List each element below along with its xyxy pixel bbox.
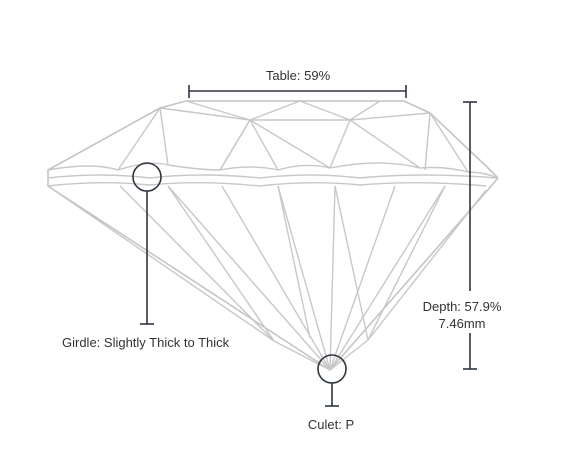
girdle-label: Girdle: Slightly Thick to Thick	[62, 335, 230, 350]
depth-mm-label: 7.46mm	[438, 316, 486, 331]
depth-percent-label: Depth: 57.9%	[422, 299, 502, 314]
depth-label: Depth: 57.9% 7.46mm	[423, 298, 502, 332]
girdle-marker	[132, 162, 162, 325]
table-dimension-bar	[188, 85, 407, 98]
culet-label: Culet: P	[307, 417, 355, 432]
table-label: Table: 59%	[265, 68, 331, 83]
diamond-outline	[47, 100, 499, 371]
culet-marker	[317, 354, 347, 407]
girdle-band	[47, 174, 499, 187]
pavilion-facets	[47, 185, 487, 371]
depth-dimension-bar	[463, 101, 477, 370]
